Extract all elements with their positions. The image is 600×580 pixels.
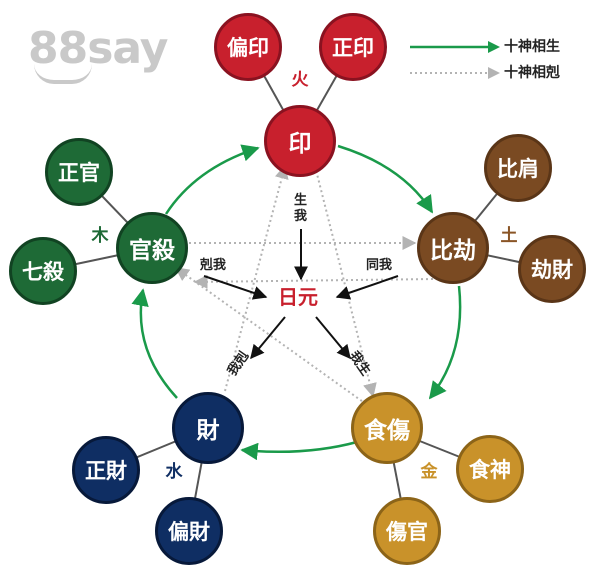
node-shangguan: 傷官	[373, 497, 441, 565]
ke-arrow-cai-yin	[224, 164, 289, 392]
node-piancai: 偏財	[155, 497, 223, 565]
sheng-arrow-cai-guansha	[131, 288, 178, 399]
node-zhengguan-label: 正官	[58, 161, 100, 185]
node-piancai-label: 偏財	[168, 520, 210, 544]
element-water-label: 水	[165, 462, 183, 482]
node-shishang-label: 食傷	[364, 418, 410, 444]
node-cai: 財	[172, 392, 244, 464]
legend-sheng: 十神相生	[410, 37, 590, 57]
node-shangguan-label: 傷官	[386, 520, 428, 544]
node-shishen-label: 食神	[469, 458, 511, 482]
node-jiecai: 劫財	[518, 235, 586, 303]
node-zhengyin-label: 正印	[332, 36, 374, 60]
legend-ke: 十神相剋	[410, 63, 590, 83]
sheng-arrow-yin-bijie	[337, 144, 434, 214]
node-pianyin: 偏印	[214, 13, 282, 81]
node-jiecai-label: 劫財	[531, 258, 573, 282]
node-bijian-label: 比肩	[497, 157, 539, 181]
node-zhengguan: 正官	[45, 138, 113, 206]
sheng-arrow-guansha-yin	[164, 144, 260, 215]
element-earth-label: 土	[500, 226, 518, 246]
element-fire-label: 火	[291, 70, 309, 90]
legend-grey-arrow-icon	[410, 67, 500, 79]
relation-sheng-wo: 生我	[294, 193, 308, 224]
node-zhengcai: 正財	[72, 436, 140, 504]
node-yin-label: 印	[288, 131, 312, 157]
element-wood-label: 木	[91, 226, 109, 246]
node-shishen: 食神	[456, 435, 524, 503]
legend-sheng-label: 十神相生	[504, 39, 560, 55]
ke-arrow-bijie-cai	[193, 274, 434, 289]
node-zhengcai-label: 正財	[85, 459, 127, 483]
ke-arrow-shishang-guansha	[174, 267, 367, 405]
node-cai-label: 財	[196, 418, 220, 444]
node-bijie-label: 比劫	[430, 238, 476, 264]
watermark-logo: 88say	[28, 24, 173, 86]
node-zhengyin: 正印	[319, 13, 387, 81]
relation-tong-wo: 同我	[366, 258, 393, 273]
arrow-wo-ke	[250, 316, 286, 360]
node-guansha-label: 官殺	[129, 238, 175, 264]
legend-green-arrow-icon	[410, 41, 500, 53]
node-guansha: 官殺	[116, 212, 188, 284]
center-riyuan: 日元	[278, 285, 318, 309]
node-bijian: 比肩	[484, 134, 552, 202]
node-qisha-label: 七殺	[22, 260, 64, 284]
node-qisha: 七殺	[9, 237, 77, 305]
node-shishang: 食傷	[351, 392, 423, 464]
arrow-tong-wo	[335, 275, 399, 300]
relation-ke-wo: 剋我	[200, 258, 227, 273]
arrow-wo-sheng	[315, 316, 351, 360]
node-pianyin-label: 偏印	[227, 36, 269, 60]
sheng-arrow-bijie-shishang	[428, 285, 462, 400]
legend-ke-label: 十神相剋	[504, 65, 560, 81]
arrow-ke-wo	[203, 275, 268, 300]
node-yin: 印	[264, 105, 336, 177]
node-bijie: 比劫	[417, 212, 489, 284]
sheng-arrow-shishang-cai	[240, 440, 358, 461]
watermark-smile-icon	[34, 64, 92, 84]
element-metal-label: 金	[420, 462, 438, 482]
